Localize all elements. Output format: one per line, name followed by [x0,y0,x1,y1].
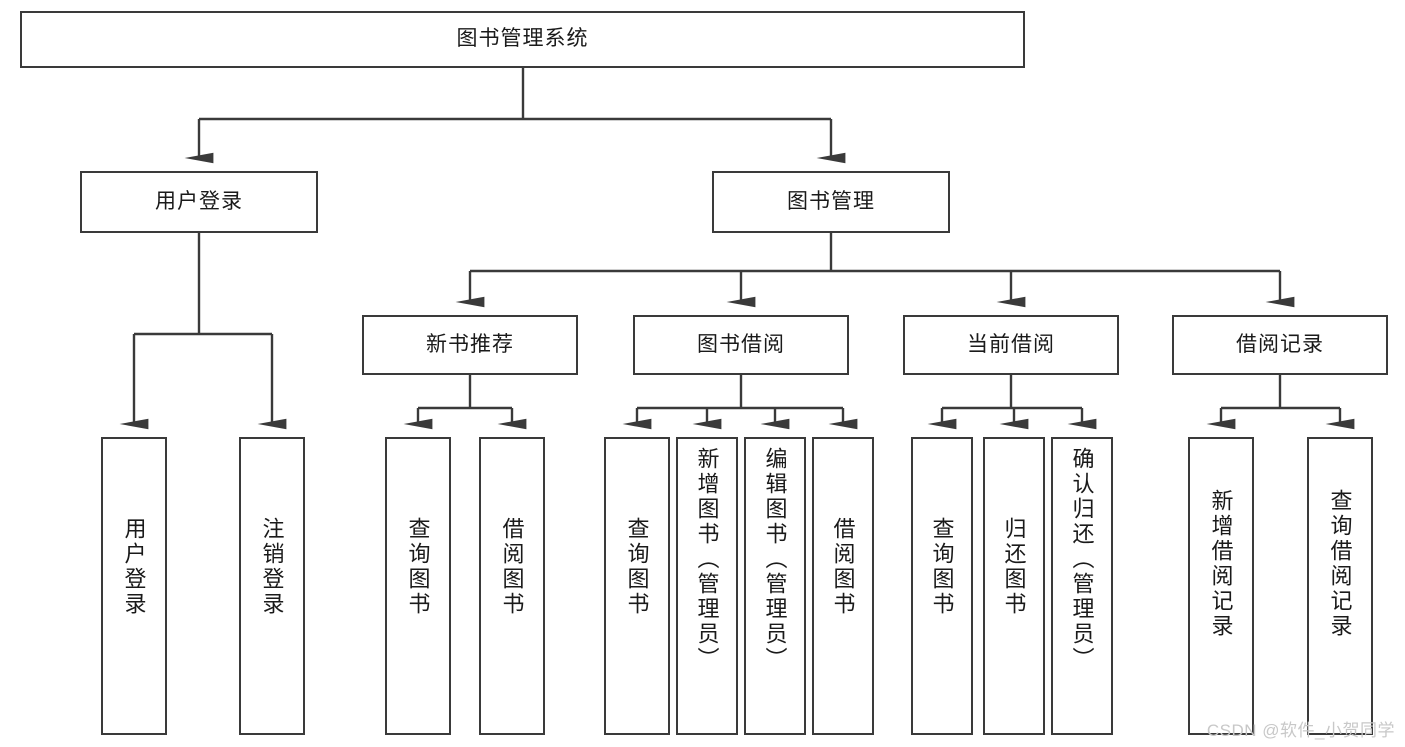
node-root-system[interactable]: 图书管理系统 [20,11,1025,68]
leaf-user-login[interactable]: 用户登录 [101,437,167,735]
node-new-book-recommend[interactable]: 新书推荐 [362,315,578,375]
node-root-system-label: 图书管理系统 [456,27,589,51]
node-user-login-label: 用户登录 [155,189,243,213]
leaf-add-book-admin[interactable]: 新增图书（管理员） [676,437,738,735]
node-current-borrow[interactable]: 当前借阅 [903,315,1119,375]
leaf-query-books-current[interactable]: 查询图书 [911,437,973,735]
leaf-confirm-return-admin[interactable]: 确认归还（管理员） [1051,437,1113,735]
node-new-book-recommend-label: 新书推荐 [426,332,514,356]
csdn-watermark: CSDN @软件_小贺同学 [1206,721,1395,740]
leaf-add-book-admin-label: 新增图书（管理员） [694,447,720,672]
leaf-lend-book[interactable]: 借阅图书 [812,437,874,735]
node-borrow-records-label: 借阅记录 [1236,332,1324,356]
node-book-borrow-label: 图书借阅 [697,332,785,356]
node-current-borrow-label: 当前借阅 [967,332,1055,356]
leaf-user-logout[interactable]: 注销登录 [239,437,305,735]
leaf-return-book[interactable]: 归还图书 [983,437,1045,735]
leaf-query-books-borrow[interactable]: 查询图书 [604,437,670,735]
leaf-query-books-new[interactable]: 查询图书 [385,437,451,735]
leaf-query-borrow-record-label: 查询借阅记录 [1327,489,1353,639]
leaf-query-borrow-record[interactable]: 查询借阅记录 [1307,437,1373,735]
node-borrow-records[interactable]: 借阅记录 [1172,315,1388,375]
node-book-management[interactable]: 图书管理 [712,171,950,233]
leaf-query-books-current-label: 查询图书 [929,517,955,617]
leaf-query-books-borrow-label: 查询图书 [624,517,650,617]
leaf-edit-book-admin[interactable]: 编辑图书（管理员） [744,437,806,735]
leaf-borrow-books-new-label: 借阅图书 [499,517,525,617]
node-user-login[interactable]: 用户登录 [80,171,318,233]
leaf-confirm-return-admin-label: 确认归还（管理员） [1069,447,1095,672]
leaf-add-borrow-record-label: 新增借阅记录 [1208,489,1234,639]
leaf-query-books-new-label: 查询图书 [405,517,431,617]
node-book-borrow[interactable]: 图书借阅 [633,315,849,375]
leaf-add-borrow-record[interactable]: 新增借阅记录 [1188,437,1254,735]
leaf-lend-book-label: 借阅图书 [830,517,856,617]
node-book-management-label: 图书管理 [787,189,875,213]
leaf-user-logout-label: 注销登录 [259,517,285,617]
leaf-borrow-books-new[interactable]: 借阅图书 [479,437,545,735]
leaf-return-book-label: 归还图书 [1001,517,1027,617]
leaf-user-login-label: 用户登录 [121,517,147,617]
leaf-edit-book-admin-label: 编辑图书（管理员） [762,447,788,672]
